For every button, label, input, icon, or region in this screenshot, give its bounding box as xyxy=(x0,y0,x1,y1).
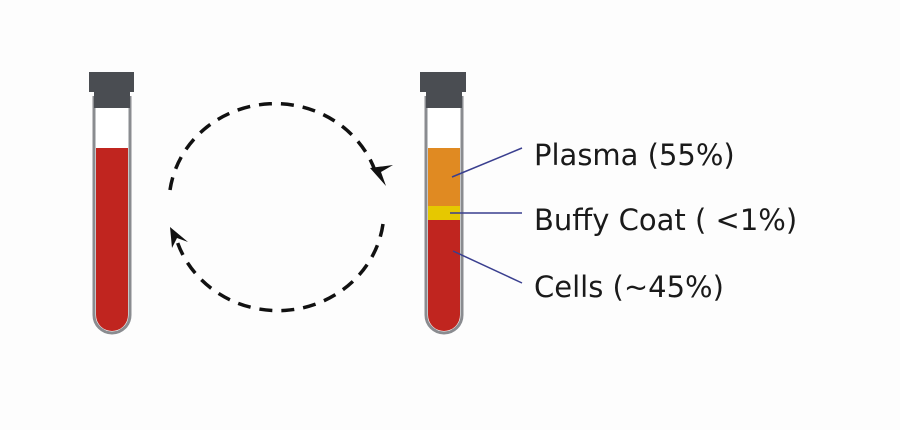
separated-blood-tube xyxy=(420,72,466,335)
buffy-coat-layer xyxy=(428,206,460,220)
plasma-leader-line xyxy=(451,147,523,178)
plasma-label: Plasma (55%) xyxy=(534,138,735,172)
top-arc-arrow xyxy=(168,101,380,191)
tube-cap-neck xyxy=(426,90,462,108)
arrowhead-left-icon xyxy=(170,227,188,248)
plasma-layer xyxy=(428,148,460,206)
cells-label: Cells (~45%) xyxy=(534,270,724,304)
blood-fill xyxy=(96,148,128,331)
tube-cap xyxy=(420,72,466,92)
cells-leader-line xyxy=(452,250,523,284)
bottom-arc-arrow xyxy=(174,223,385,313)
tube-cap-neck xyxy=(94,90,130,108)
whole-blood-tube xyxy=(89,72,134,335)
arrowhead-right-icon xyxy=(370,165,393,186)
tube-cap xyxy=(89,72,134,92)
cells-layer xyxy=(428,220,460,331)
rotation-arrows xyxy=(168,101,385,313)
buffy-coat-label: Buffy Coat ( <1%) xyxy=(534,203,797,237)
